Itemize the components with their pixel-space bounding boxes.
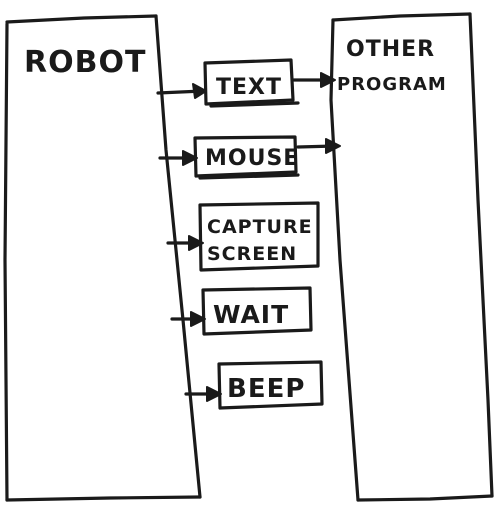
robot-label: ROBOT bbox=[24, 45, 146, 80]
robot-column-left-edge bbox=[3, 22, 9, 502]
arrow-head bbox=[190, 311, 206, 327]
robot-column-top-edge bbox=[5, 14, 158, 24]
text-box-shadow bbox=[209, 101, 300, 108]
wait-box-label: WAIT bbox=[213, 300, 289, 329]
action-wait: WAIT bbox=[170, 286, 313, 336]
action-mouse: MOUSE bbox=[158, 135, 341, 180]
other-program-right-edge bbox=[468, 12, 494, 498]
action-beep: BEEP bbox=[184, 360, 324, 410]
arrow-head bbox=[206, 386, 222, 402]
arrow-head bbox=[320, 72, 336, 88]
robot-column: ROBOT bbox=[3, 14, 202, 502]
mouse-box bbox=[193, 135, 298, 178]
other-program-label-line2: PROGRAM bbox=[337, 74, 447, 95]
other-program-column: OTHER PROGRAM bbox=[329, 12, 494, 502]
capture-screen-label-line1: CAPTURE bbox=[207, 216, 313, 238]
other-program-label-line1: OTHER bbox=[346, 37, 435, 62]
action-text: TEXT bbox=[156, 58, 336, 108]
action-capture-screen: CAPTURE SCREEN bbox=[166, 201, 320, 272]
arrow-head bbox=[192, 83, 207, 99]
arrow-head bbox=[325, 138, 341, 154]
other-program-bottom-edge bbox=[356, 494, 494, 502]
other-program-top-edge bbox=[331, 12, 472, 22]
other-program-left-edge bbox=[329, 18, 360, 502]
mouse-box-shadow bbox=[198, 173, 300, 180]
robot-column-right-edge bbox=[154, 14, 202, 499]
capture-screen-label-line2: SCREEN bbox=[207, 243, 297, 265]
beep-box-label: BEEP bbox=[227, 374, 305, 404]
text-box-label: TEXT bbox=[216, 75, 282, 100]
robot-column-bottom-edge bbox=[5, 495, 202, 502]
mouse-box-label: MOUSE bbox=[205, 146, 299, 171]
capture-screen-box bbox=[198, 201, 320, 272]
arrow-head bbox=[188, 235, 204, 251]
wait-box bbox=[201, 286, 313, 336]
text-box bbox=[203, 58, 295, 106]
arrow-head bbox=[182, 150, 198, 166]
beep-box bbox=[217, 360, 324, 410]
